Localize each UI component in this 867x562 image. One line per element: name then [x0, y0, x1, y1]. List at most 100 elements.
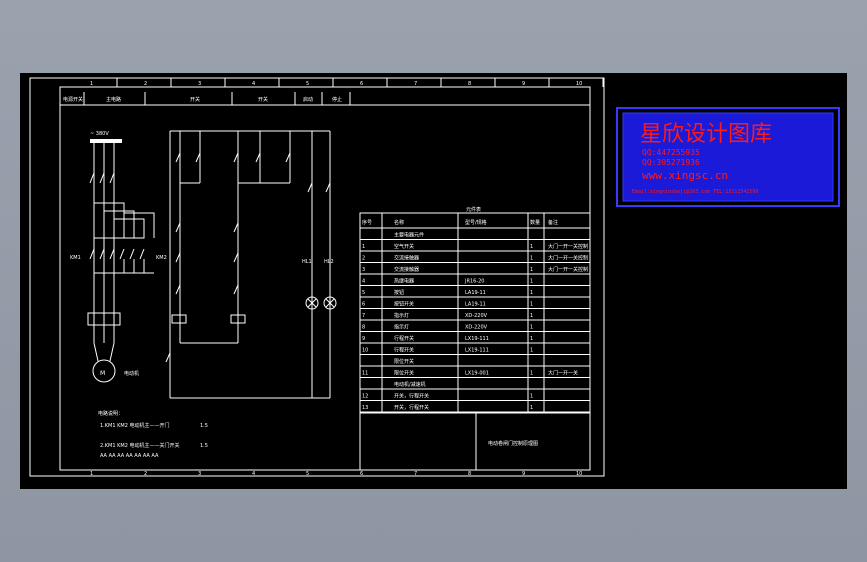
- bom-cell: 1: [362, 244, 365, 250]
- bom-cell: LX19-111: [465, 336, 489, 342]
- watermark-qq2: QQ:395271936: [642, 158, 700, 167]
- bom-cell: LA19-11: [465, 302, 486, 308]
- grid-number-top: 2: [144, 81, 147, 87]
- bom-cell: 10: [362, 348, 368, 354]
- bom-cell: 开关，行程开关: [394, 404, 429, 411]
- main-power-circuit: ~ 380V KM1 KM2 M 电动机: [70, 131, 167, 383]
- bom-cell: LA19-11: [465, 290, 486, 296]
- bom-cell: 限位开关: [394, 370, 414, 377]
- lamp-label-2: HL2: [324, 259, 334, 265]
- grid-number-bottom: 10: [576, 471, 582, 477]
- bom-cell: 大门一开一关控制: [548, 243, 588, 250]
- watermark-qq1: QQ:447255935: [642, 148, 700, 157]
- bus-label: ~ 380V: [90, 131, 109, 137]
- control-contact: [233, 222, 239, 233]
- bom-cell: 开关，行程开关: [394, 393, 429, 400]
- bom-cell: 8: [362, 325, 365, 331]
- motor-name: 电动机: [124, 370, 139, 377]
- sheet-border: [29, 77, 605, 477]
- watermark-site: www.xingsc.cn: [642, 169, 728, 182]
- bom-cell: 按钮开关: [394, 301, 414, 308]
- header-cell-4: 开关: [258, 96, 268, 103]
- grid-number-bottom: 7: [414, 471, 417, 477]
- bom-cell: 行程开关: [394, 335, 414, 342]
- bom-cell: 1: [530, 348, 533, 354]
- header-cell-5: 启动: [303, 96, 313, 103]
- bom-cell: 1: [530, 313, 533, 319]
- bom-cell: 大门一开一关控制: [548, 255, 588, 262]
- contactor-contact: [89, 248, 95, 260]
- bom-header-cell: 序号: [362, 219, 372, 226]
- bom-cell: 7: [362, 313, 365, 319]
- grid-number-top: 1: [90, 81, 93, 87]
- bom-cell: 11: [362, 371, 368, 377]
- bom-cell: 1: [530, 302, 533, 308]
- coil-km2: [230, 314, 246, 324]
- grid-number-top: 4: [252, 81, 255, 87]
- contactor-contact: [129, 248, 135, 260]
- bom-cell: XD-220V: [465, 313, 488, 319]
- header-strip: 电源开关 主电路 开关 开关 启动 停止: [63, 92, 351, 105]
- grid-number-bottom: 6: [360, 471, 363, 477]
- grid-number-top: 8: [468, 81, 471, 87]
- contactor-contact: [119, 248, 125, 260]
- header-cell-6: 停止: [332, 96, 342, 103]
- bom-cell: 交流接触器: [394, 266, 419, 273]
- bom-cell: 4: [362, 279, 365, 285]
- lamp-label-1: HL1: [302, 259, 312, 265]
- bom-cell: 5: [362, 290, 365, 296]
- control-contact: [325, 182, 331, 193]
- control-contact: [285, 152, 291, 163]
- bom-cell: 1: [530, 267, 533, 273]
- bom-cell: 1: [530, 394, 533, 400]
- bom-cell: JR16-20: [464, 279, 484, 285]
- contactor-contact: [109, 248, 115, 260]
- control-contact: [195, 152, 201, 163]
- control-contact: [175, 284, 181, 295]
- bom-cell: 1: [530, 256, 533, 262]
- notes-line-3: AA AA AA AA AA AA AA: [100, 453, 159, 459]
- watermark-box: 星欣设计图库 QQ:447255935 QQ:395271936 www.xin…: [616, 107, 840, 207]
- control-circuit: HL1 HL2: [165, 130, 337, 399]
- bom-header-cell: 型号/规格: [465, 219, 487, 226]
- terminal-left-label: KM1: [70, 255, 81, 261]
- motor-label: M: [100, 370, 105, 377]
- notes-line-2: 2.KM1 KM2 电动机主——关门开关: [100, 442, 180, 449]
- bom-cell: 行程开关: [394, 347, 414, 354]
- watermark-title: 星欣设计图库: [640, 122, 772, 147]
- bom-cell: 1: [530, 336, 533, 342]
- grid-number-bottom: 2: [144, 471, 147, 477]
- terminal-right-label: KM2: [156, 255, 167, 261]
- grid-number-top: 10: [576, 81, 582, 87]
- notes-title: 电路说明：: [98, 410, 123, 417]
- bom-cell: 12: [362, 394, 368, 400]
- bom-cell: 大门一开一关控制: [548, 266, 588, 273]
- control-contact: [307, 182, 313, 193]
- drawing-title: 电动卷闸门控制原理图: [488, 440, 538, 447]
- bom-cell: LX19-111: [465, 348, 489, 354]
- bom-cell: 空气开关: [394, 243, 414, 250]
- bom-cell: 6: [362, 302, 365, 308]
- header-cell-3: 开关: [190, 96, 200, 103]
- control-contact: [233, 252, 239, 263]
- bom-title: 元件表: [466, 206, 481, 213]
- lamp-hl2: [323, 296, 337, 310]
- bom-cell: 大门一开一关: [548, 370, 578, 377]
- header-cell-1: 电源开关: [63, 96, 83, 103]
- control-contact: [233, 284, 239, 295]
- grid-number-bottom: 1: [90, 471, 93, 477]
- bom-cell: 3: [362, 267, 365, 273]
- bom-cell: 2: [362, 256, 365, 262]
- lamp-hl1: [305, 296, 319, 310]
- bom-cell: LX19-001: [465, 371, 489, 377]
- bom-header-cell: 备注: [548, 219, 558, 226]
- control-contact: [175, 222, 181, 233]
- grid-number-top: 6: [360, 81, 363, 87]
- bom-cell: 电动机/减速机: [394, 381, 426, 388]
- bom-cell: 1: [530, 244, 533, 250]
- bom-cell: 13: [362, 405, 368, 411]
